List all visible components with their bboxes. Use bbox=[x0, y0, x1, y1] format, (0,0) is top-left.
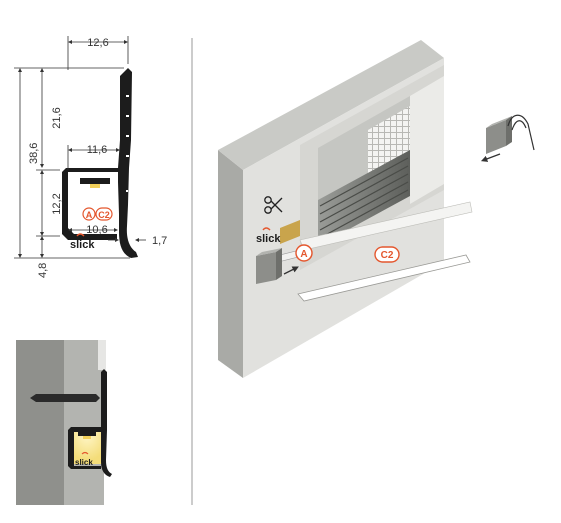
dim-channel-height: 12,2 bbox=[51, 193, 63, 214]
badge-c2: C2 bbox=[95, 207, 113, 221]
arrow-left-icon bbox=[480, 153, 501, 162]
installed-profile bbox=[68, 369, 112, 477]
svg-text:C2: C2 bbox=[98, 210, 110, 220]
dim-bottom-offset: 4,8 bbox=[37, 263, 49, 278]
brand-swoosh-icon bbox=[76, 233, 85, 237]
cover-strip-c2 bbox=[297, 254, 471, 302]
profile-cross-section bbox=[62, 68, 138, 258]
brand-logo-small: slick bbox=[75, 458, 93, 467]
trim-flange bbox=[30, 394, 100, 402]
led-strip bbox=[80, 178, 110, 184]
end-cap-icon bbox=[256, 248, 282, 284]
isometric-wall bbox=[218, 40, 473, 378]
installed-section: slick bbox=[16, 340, 112, 505]
svg-text:A: A bbox=[300, 249, 307, 260]
dim-total-height: 38,6 bbox=[28, 143, 40, 164]
svg-text:A: A bbox=[86, 210, 93, 220]
brand-logo-right: slick bbox=[256, 233, 281, 245]
badge-c2-right: C2 bbox=[374, 246, 400, 263]
brand-swoosh-icon-small bbox=[81, 451, 89, 455]
power-cable-icon bbox=[486, 114, 535, 154]
led-chip bbox=[90, 184, 100, 188]
svg-text:C2: C2 bbox=[381, 250, 394, 261]
dim-top-width: 12,6 bbox=[87, 37, 108, 49]
led-strip-roll bbox=[280, 220, 300, 244]
profile-notches bbox=[126, 95, 129, 192]
dim-wall-thickness: 1,7 bbox=[152, 235, 167, 247]
badge-a-right: A bbox=[295, 244, 313, 262]
dimension-drawing: 12,6 38,6 21,6 12,2 4,8 11,6 10,6 1,7 A … bbox=[14, 36, 167, 278]
badge-a: A bbox=[82, 207, 96, 221]
brand-swoosh-icon-right bbox=[262, 227, 271, 231]
scissors-icon bbox=[264, 196, 283, 214]
dim-channel-upper-width: 11,6 bbox=[87, 144, 108, 156]
dim-channel-inner-width: 10,6 bbox=[86, 224, 107, 236]
arrow-right-icon bbox=[283, 266, 299, 275]
dim-upper-height: 21,6 bbox=[51, 107, 63, 128]
brand-logo: slick bbox=[70, 239, 95, 251]
